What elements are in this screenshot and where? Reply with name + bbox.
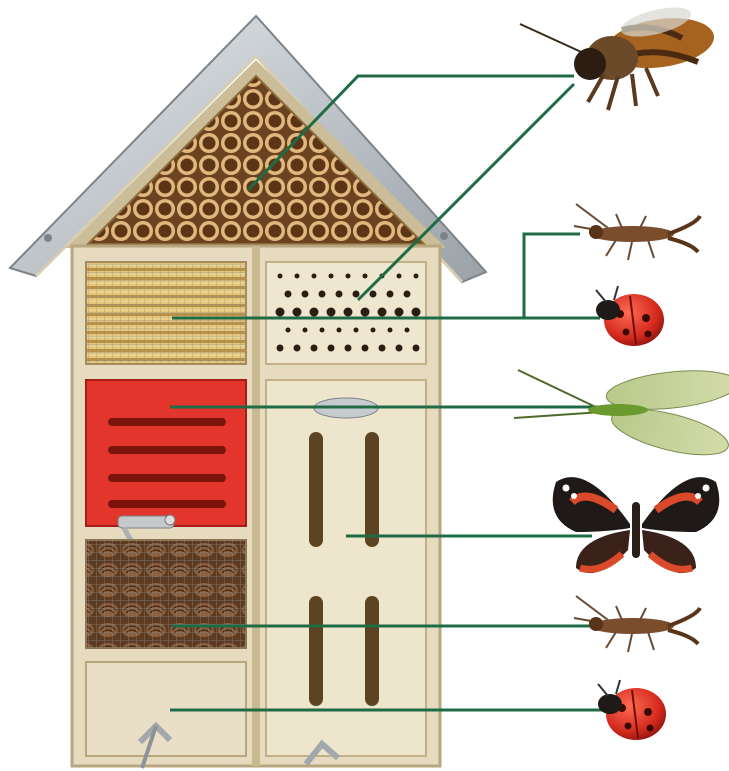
drilled-hole (388, 328, 393, 333)
drilled-hole (328, 345, 335, 352)
red-admiral-butterfly-icon[interactable] (553, 477, 720, 573)
drilled-hole (354, 328, 359, 333)
red-slotted-box-compartment[interactable] (86, 380, 246, 526)
drilled-hole (361, 308, 370, 317)
lacewing-icon[interactable] (514, 365, 729, 464)
slotted-door-compartment[interactable] (266, 380, 426, 764)
drilled-block-compartment[interactable] (266, 262, 426, 364)
drilled-hole (327, 308, 336, 317)
bee-icon[interactable] (520, 2, 717, 110)
drilled-hole (353, 291, 360, 298)
drilled-hole (404, 291, 411, 298)
drilled-hole (311, 345, 318, 352)
drilled-hole (371, 328, 376, 333)
drilled-hole (276, 308, 285, 317)
drilled-hole (396, 345, 403, 352)
drilled-hole (345, 345, 352, 352)
drilled-hole (346, 274, 351, 279)
earwig-lower-icon[interactable] (574, 596, 700, 652)
drilled-hole (413, 345, 420, 352)
drilled-hole (412, 308, 421, 317)
drilled-hole (295, 274, 300, 279)
ladybird-lower-icon[interactable] (598, 680, 666, 740)
drilled-hole (285, 291, 292, 298)
drilled-hole (302, 291, 309, 298)
drilled-hole (370, 291, 377, 298)
straw-bundle-compartment[interactable] (86, 262, 246, 364)
drilled-hole (362, 345, 369, 352)
drilled-hole (286, 328, 291, 333)
drilled-hole (303, 328, 308, 333)
drilled-hole (294, 345, 301, 352)
drilled-hole (293, 308, 302, 317)
drilled-hole (387, 291, 394, 298)
earwig-upper-icon[interactable] (574, 204, 700, 260)
drilled-hole (329, 274, 334, 279)
drilled-hole (395, 308, 404, 317)
pine-cones-compartment[interactable] (86, 540, 246, 648)
bottom-drawer-compartment[interactable] (86, 662, 246, 768)
connector-earwig-upper-bracket (524, 234, 580, 318)
drilled-hole (414, 274, 419, 279)
drilled-hole (310, 308, 319, 317)
drilled-hole (319, 291, 326, 298)
drilled-hole (344, 308, 353, 317)
drilled-hole (378, 308, 387, 317)
drilled-hole (405, 328, 410, 333)
drilled-hole (278, 274, 283, 279)
drilled-hole (363, 274, 368, 279)
drilled-hole (320, 328, 325, 333)
drilled-hole (312, 274, 317, 279)
drilled-hole (337, 328, 342, 333)
drilled-hole (379, 345, 386, 352)
drilled-hole (397, 274, 402, 279)
ladybird-upper-icon[interactable] (596, 286, 664, 346)
drilled-hole (336, 291, 343, 298)
drilled-hole (277, 345, 284, 352)
insect-hotel (10, 16, 486, 768)
